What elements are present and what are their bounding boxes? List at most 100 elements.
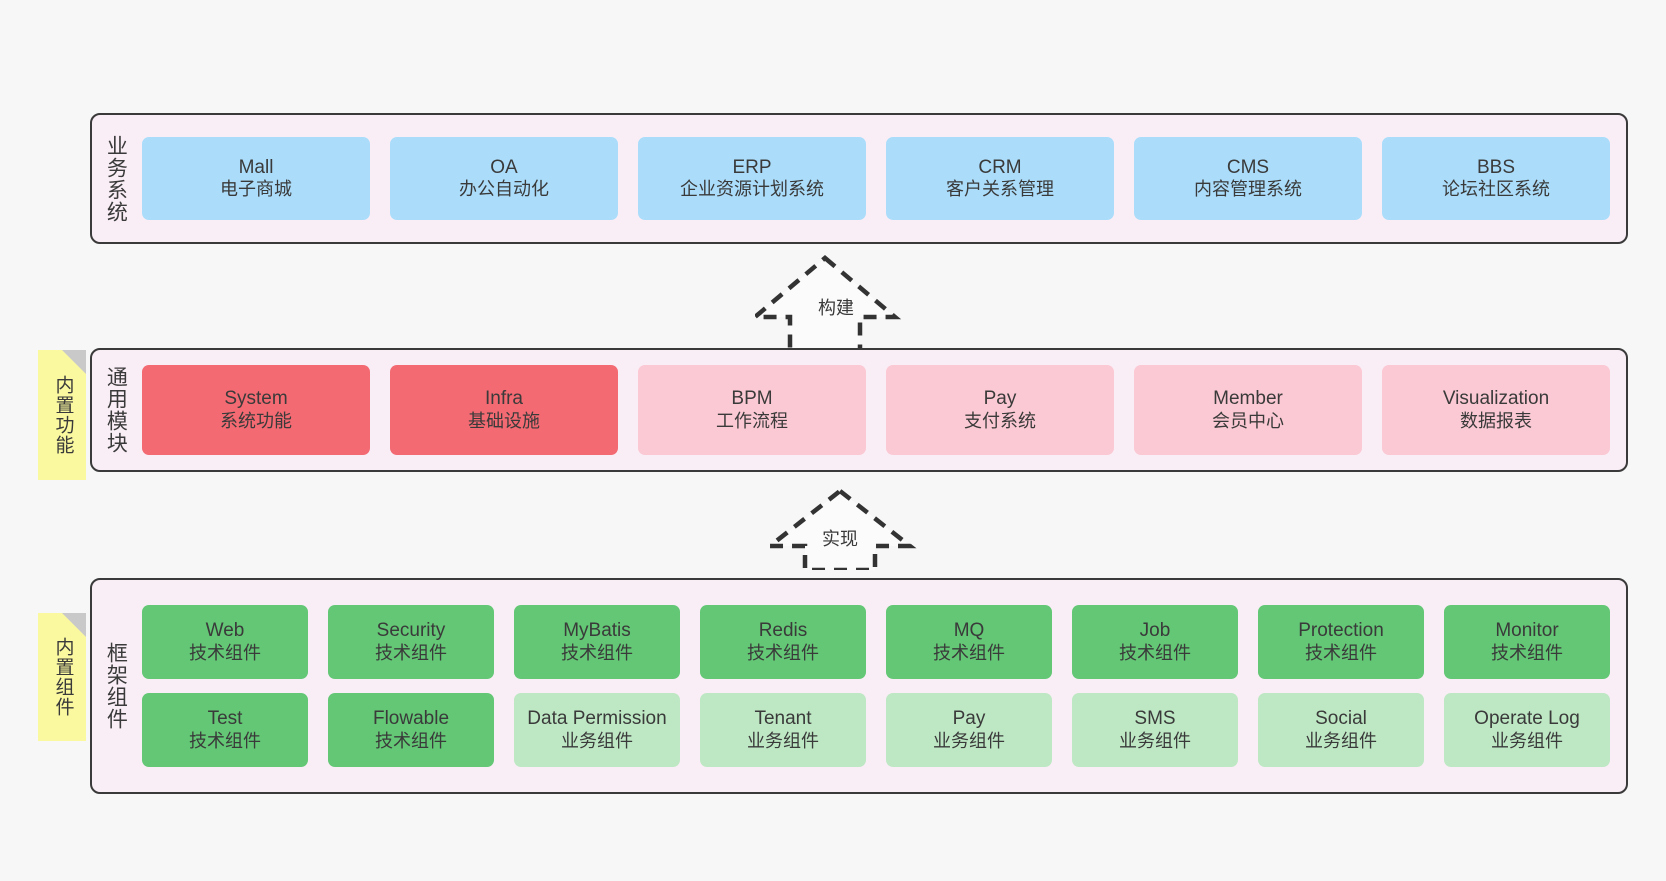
card-subtitle: 业务组件 [1491,730,1563,751]
card-title: CMS [1226,156,1270,178]
card-subtitle: 技术组件 [189,642,261,663]
card-title: Job [1139,620,1171,642]
card-redis[interactable]: Redis 技术组件 [700,605,866,679]
card-title: Member [1213,388,1283,410]
card-security[interactable]: Security 技术组件 [328,605,494,679]
card-system[interactable]: System 系统功能 [142,365,370,455]
card-subtitle: 办公自动化 [459,179,549,200]
card-web[interactable]: Web 技术组件 [142,605,308,679]
card-title: SMS [1134,708,1176,730]
card-mq[interactable]: MQ 技术组件 [886,605,1052,679]
card-title: Pay [952,708,986,730]
card-title: Security [376,620,446,642]
card-subtitle: 电子商城 [220,179,292,200]
card-subtitle: 技术组件 [1119,642,1191,663]
card-subtitle: 技术组件 [933,642,1005,663]
card-subtitle: 工作流程 [716,410,788,431]
layer-body-business-systems: Mall 电子商城 OA 办公自动化 ERP 企业资源计划系统 CRM 客户关系… [138,115,1626,242]
implement-arrow-shape [770,488,917,570]
card-subtitle: 技术组件 [375,730,447,751]
card-sms[interactable]: SMS 业务组件 [1072,693,1238,767]
card-subtitle: 技术组件 [747,642,819,663]
card-subtitle: 内容管理系统 [1194,179,1302,200]
card-cms[interactable]: CMS 内容管理系统 [1134,137,1362,220]
layer-common-modules: 通用模块 System 系统功能 Infra 基础设施 BPM 工作流程 Pay… [90,348,1628,472]
card-title: Tenant [754,708,812,730]
card-subtitle: 数据报表 [1460,410,1532,431]
card-row: Mall 电子商城 OA 办公自动化 ERP 企业资源计划系统 CRM 客户关系… [142,137,1610,220]
layer-label-common-modules: 通用模块 [104,366,128,454]
build-arrow-shape [755,255,902,355]
card-subtitle: 业务组件 [561,730,633,751]
card-subtitle: 业务组件 [747,730,819,751]
card-title: Flowable [372,708,450,730]
card-tenant[interactable]: Tenant 业务组件 [700,693,866,767]
card-member[interactable]: Member 会员中心 [1134,365,1362,455]
card-subtitle: 支付系统 [964,410,1036,431]
card-row: System 系统功能 Infra 基础设施 BPM 工作流程 Pay 支付系统… [142,365,1610,455]
card-crm[interactable]: CRM 客户关系管理 [886,137,1114,220]
card-title: Infra [484,388,524,410]
card-subtitle: 系统功能 [220,410,292,431]
card-bbs[interactable]: BBS 论坛社区系统 [1382,137,1610,220]
card-social[interactable]: Social 业务组件 [1258,693,1424,767]
card-title: Protection [1298,620,1384,642]
card-subtitle: 技术组件 [1491,642,1563,663]
card-flowable[interactable]: Flowable 技术组件 [328,693,494,767]
card-protection[interactable]: Protection 技术组件 [1258,605,1424,679]
layer-business-systems: 业务系统 Mall 电子商城 OA 办公自动化 ERP 企业资源计划系统 CRM… [90,113,1628,244]
card-title: MyBatis [563,620,631,642]
card-subtitle: 业务组件 [1305,730,1377,751]
card-subtitle: 论坛社区系统 [1442,179,1550,200]
card-subtitle: 业务组件 [933,730,1005,751]
card-erp[interactable]: ERP 企业资源计划系统 [638,137,866,220]
card-title: Monitor [1495,620,1559,642]
card-subtitle: 会员中心 [1212,410,1284,431]
card-title: Operate Log [1474,708,1580,730]
layer-label-framework-components: 框架组件 [104,642,128,730]
card-row: Web 技术组件 Security 技术组件 MyBatis 技术组件 Redi… [142,605,1610,679]
card-title: Data Permission [527,708,667,730]
card-oa[interactable]: OA 办公自动化 [390,137,618,220]
card-subtitle: 技术组件 [561,642,633,663]
card-operate-log[interactable]: Operate Log 业务组件 [1444,693,1610,767]
card-title: CRM [978,156,1022,178]
card-mybatis[interactable]: MyBatis 技术组件 [514,605,680,679]
card-subtitle: 基础设施 [468,410,540,431]
card-job[interactable]: Job 技术组件 [1072,605,1238,679]
card-row: Test 技术组件 Flowable 技术组件 Data Permission … [142,693,1610,767]
card-data-permission[interactable]: Data Permission 业务组件 [514,693,680,767]
card-subtitle: 企业资源计划系统 [680,179,824,200]
card-title: System [224,388,288,410]
card-title: OA [490,156,518,178]
card-title: Redis [758,620,808,642]
note-builtin-components: 内置组件 [38,613,86,741]
layer-label-business-systems: 业务系统 [104,134,128,223]
card-subtitle: 技术组件 [375,642,447,663]
card-title: Social [1315,708,1367,730]
card-subtitle: 客户关系管理 [946,179,1054,200]
card-bpm[interactable]: BPM 工作流程 [638,365,866,455]
note-builtin-features: 内置功能 [38,350,86,480]
card-title: Mall [238,156,274,178]
layer-body-common-modules: System 系统功能 Infra 基础设施 BPM 工作流程 Pay 支付系统… [138,350,1626,470]
implement-arrow [770,488,917,570]
build-arrow [755,255,902,355]
card-visualization[interactable]: Visualization 数据报表 [1382,365,1610,455]
card-subtitle: 技术组件 [189,730,261,751]
card-title: Pay [983,388,1017,410]
card-title: MQ [953,620,985,642]
card-title: BBS [1476,156,1516,178]
card-pay[interactable]: Pay 支付系统 [886,365,1114,455]
card-mall[interactable]: Mall 电子商城 [142,137,370,220]
card-monitor[interactable]: Monitor 技术组件 [1444,605,1610,679]
card-subtitle: 业务组件 [1119,730,1191,751]
card-test[interactable]: Test 技术组件 [142,693,308,767]
card-title: ERP [732,156,772,178]
card-subtitle: 技术组件 [1305,642,1377,663]
card-pay-business[interactable]: Pay 业务组件 [886,693,1052,767]
card-title: Visualization [1442,388,1550,410]
card-infra[interactable]: Infra 基础设施 [390,365,618,455]
implement-arrow-label: 实现 [822,529,858,549]
